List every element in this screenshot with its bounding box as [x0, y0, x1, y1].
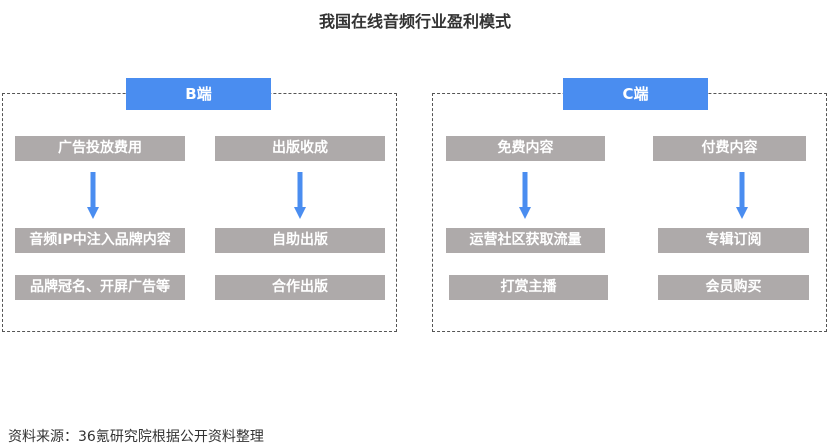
c-right-top-box: 付费内容	[653, 136, 806, 161]
c-left-item-2: 打赏主播	[449, 275, 608, 300]
c-left-top-box: 免费内容	[446, 136, 605, 161]
b-right-item-2: 合作出版	[215, 275, 385, 300]
c-right-item-1: 专辑订阅	[658, 228, 809, 253]
c-left-arrow	[519, 172, 531, 219]
diagram-title: 我国在线音频行业盈利模式	[318, 12, 511, 31]
source-note: 资料来源：36氪研究院根据公开资料整理	[8, 429, 264, 445]
b-left-top-box: 广告投放费用	[15, 136, 185, 161]
c-right-item-2: 会员购买	[658, 275, 809, 300]
b-panel-header: B端	[126, 78, 271, 110]
b-left-item-2: 品牌冠名、开屏广告等	[15, 275, 185, 300]
b-left-arrow	[87, 172, 99, 219]
c-left-item-1: 运营社区获取流量	[446, 228, 605, 253]
b-right-top-box: 出版收成	[215, 136, 385, 161]
b-right-item-1: 自助出版	[215, 228, 385, 253]
c-panel-header: C端	[563, 78, 708, 110]
b-right-arrow	[294, 172, 306, 219]
c-right-arrow	[736, 172, 748, 219]
b-left-item-1: 音频IP中注入品牌内容	[15, 228, 185, 253]
